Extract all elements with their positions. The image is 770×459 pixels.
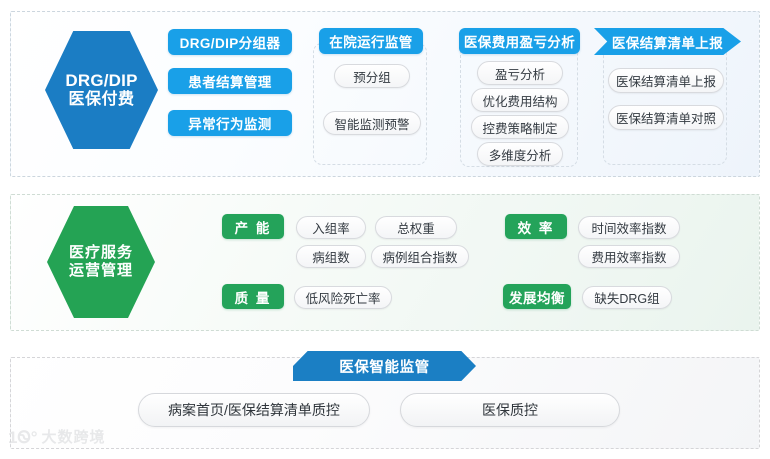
chip-settlement-list-report[interactable]: 医保结算清单上报	[608, 68, 724, 93]
hexagon-label-line1: 医疗服务	[68, 244, 133, 262]
chip-cost-efficiency-index[interactable]: 费用效率指数	[578, 245, 680, 268]
panel-inpatient-monitoring	[313, 43, 427, 165]
chip-low-risk-mortality[interactable]: 低风险死亡率	[294, 286, 392, 309]
hexagon-label-line2: 运营管理	[68, 262, 133, 279]
chip-pre-grouping[interactable]: 预分组	[334, 64, 410, 88]
chip-total-weight[interactable]: 总权重	[375, 216, 457, 239]
hexagon-medical-service-operations: 医疗服务 运营管理	[47, 206, 155, 318]
chip-medical-record-settlement-quality-control[interactable]: 病案首页/医保结算清单质控	[138, 393, 370, 427]
chip-multidimensional-analysis[interactable]: 多维度分析	[477, 142, 563, 166]
chip-missing-drg-groups[interactable]: 缺失DRG组	[582, 286, 672, 309]
chip-enrollment-rate[interactable]: 入组率	[296, 216, 366, 239]
pill-inpatient-operation-supervision[interactable]: 在院运行监管	[319, 28, 423, 54]
tag-efficiency[interactable]: 效 率	[505, 214, 567, 239]
chip-drg-group-count[interactable]: 病组数	[296, 245, 366, 268]
chip-optimize-cost-structure[interactable]: 优化费用结构	[471, 88, 569, 112]
chip-profit-loss-analysis[interactable]: 盈亏分析	[477, 61, 563, 85]
chip-settlement-list-comparison[interactable]: 医保结算清单对照	[608, 105, 724, 130]
banner-insurance-settlement-list-report[interactable]: 医保结算清单上报	[594, 28, 741, 55]
chip-time-efficiency-index[interactable]: 时间效率指数	[578, 216, 680, 239]
pill-insurance-cost-profit-analysis[interactable]: 医保费用盈亏分析	[459, 28, 580, 54]
tag-quality[interactable]: 质 量	[222, 284, 284, 309]
pill-abnormal-behavior-monitoring[interactable]: 异常行为监测	[168, 110, 292, 136]
chip-intelligent-monitoring-alert[interactable]: 智能监测预警	[323, 111, 421, 135]
panel-settlement-list-reporting	[603, 43, 727, 165]
chip-insurance-quality-control[interactable]: 医保质控	[400, 393, 620, 427]
pill-patient-settlement-management[interactable]: 患者结算管理	[168, 68, 292, 94]
hexagon-label-line1: DRG/DIP	[65, 70, 138, 90]
tag-capacity[interactable]: 产 能	[222, 214, 284, 239]
banner-intelligent-insurance-supervision[interactable]: 医保智能监管	[293, 351, 476, 381]
chip-cost-control-strategy[interactable]: 控费策略制定	[471, 115, 569, 139]
tag-balanced-development[interactable]: 发展均衡	[503, 284, 571, 309]
chip-case-mix-index[interactable]: 病例组合指数	[371, 245, 469, 268]
pill-drg-dip-grouper[interactable]: DRG/DIP分组器	[168, 29, 292, 55]
hexagon-label-line2: 医保付费	[68, 90, 135, 108]
